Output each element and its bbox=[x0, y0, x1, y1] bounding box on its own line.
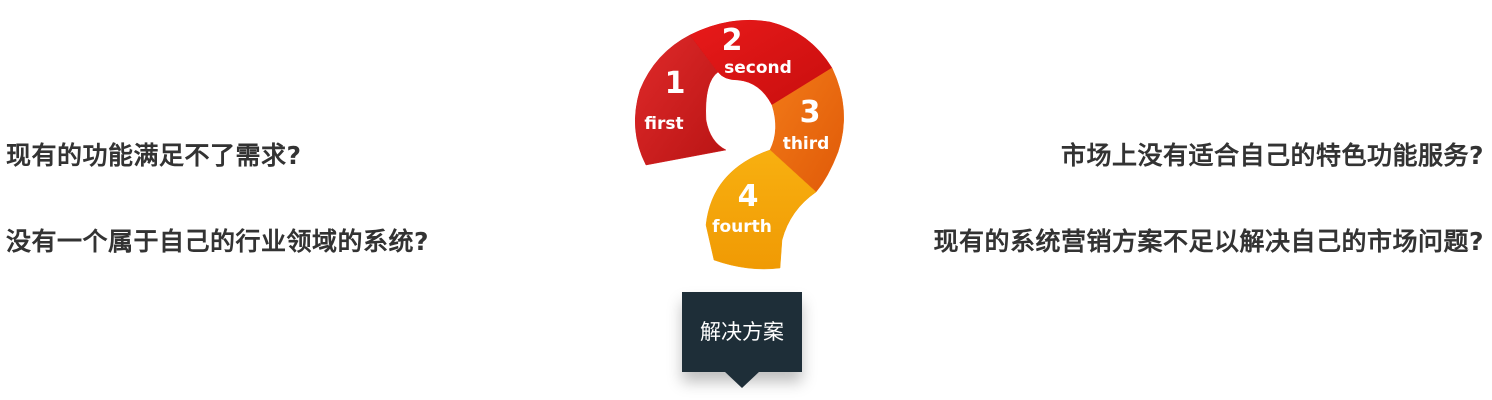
question-right-2: 现有的系统营销方案不足以解决自己的市场问题? bbox=[933, 227, 1484, 256]
segment-4 bbox=[705, 149, 817, 270]
segment-3-number: 3 bbox=[800, 95, 821, 130]
question-mark-diagram: 1 first 2 second 3 third 4 fourth bbox=[635, 19, 845, 270]
segment-3 bbox=[769, 67, 845, 193]
segment-4-number: 4 bbox=[738, 179, 759, 214]
solution-label: 解决方案 bbox=[700, 320, 784, 344]
segment-1-number: 1 bbox=[665, 66, 686, 101]
segment-4-label: fourth bbox=[712, 217, 772, 237]
question-left-2: 没有一个属于自己的行业领域的系统? bbox=[6, 227, 430, 256]
solution-box bbox=[682, 292, 802, 372]
segment-2-label: second bbox=[724, 58, 792, 78]
question-right-1: 市场上没有适合自己的特色功能服务? bbox=[1060, 141, 1484, 170]
solution-callout: 解决方案 bbox=[682, 292, 802, 394]
segment-1 bbox=[635, 34, 727, 166]
segment-1-label: first bbox=[644, 114, 683, 134]
segment-3-label: third bbox=[783, 134, 830, 154]
solution-pointer bbox=[724, 371, 760, 388]
segment-2-number: 2 bbox=[722, 23, 743, 58]
question-left-1: 现有的功能满足不了需求? bbox=[6, 141, 302, 170]
